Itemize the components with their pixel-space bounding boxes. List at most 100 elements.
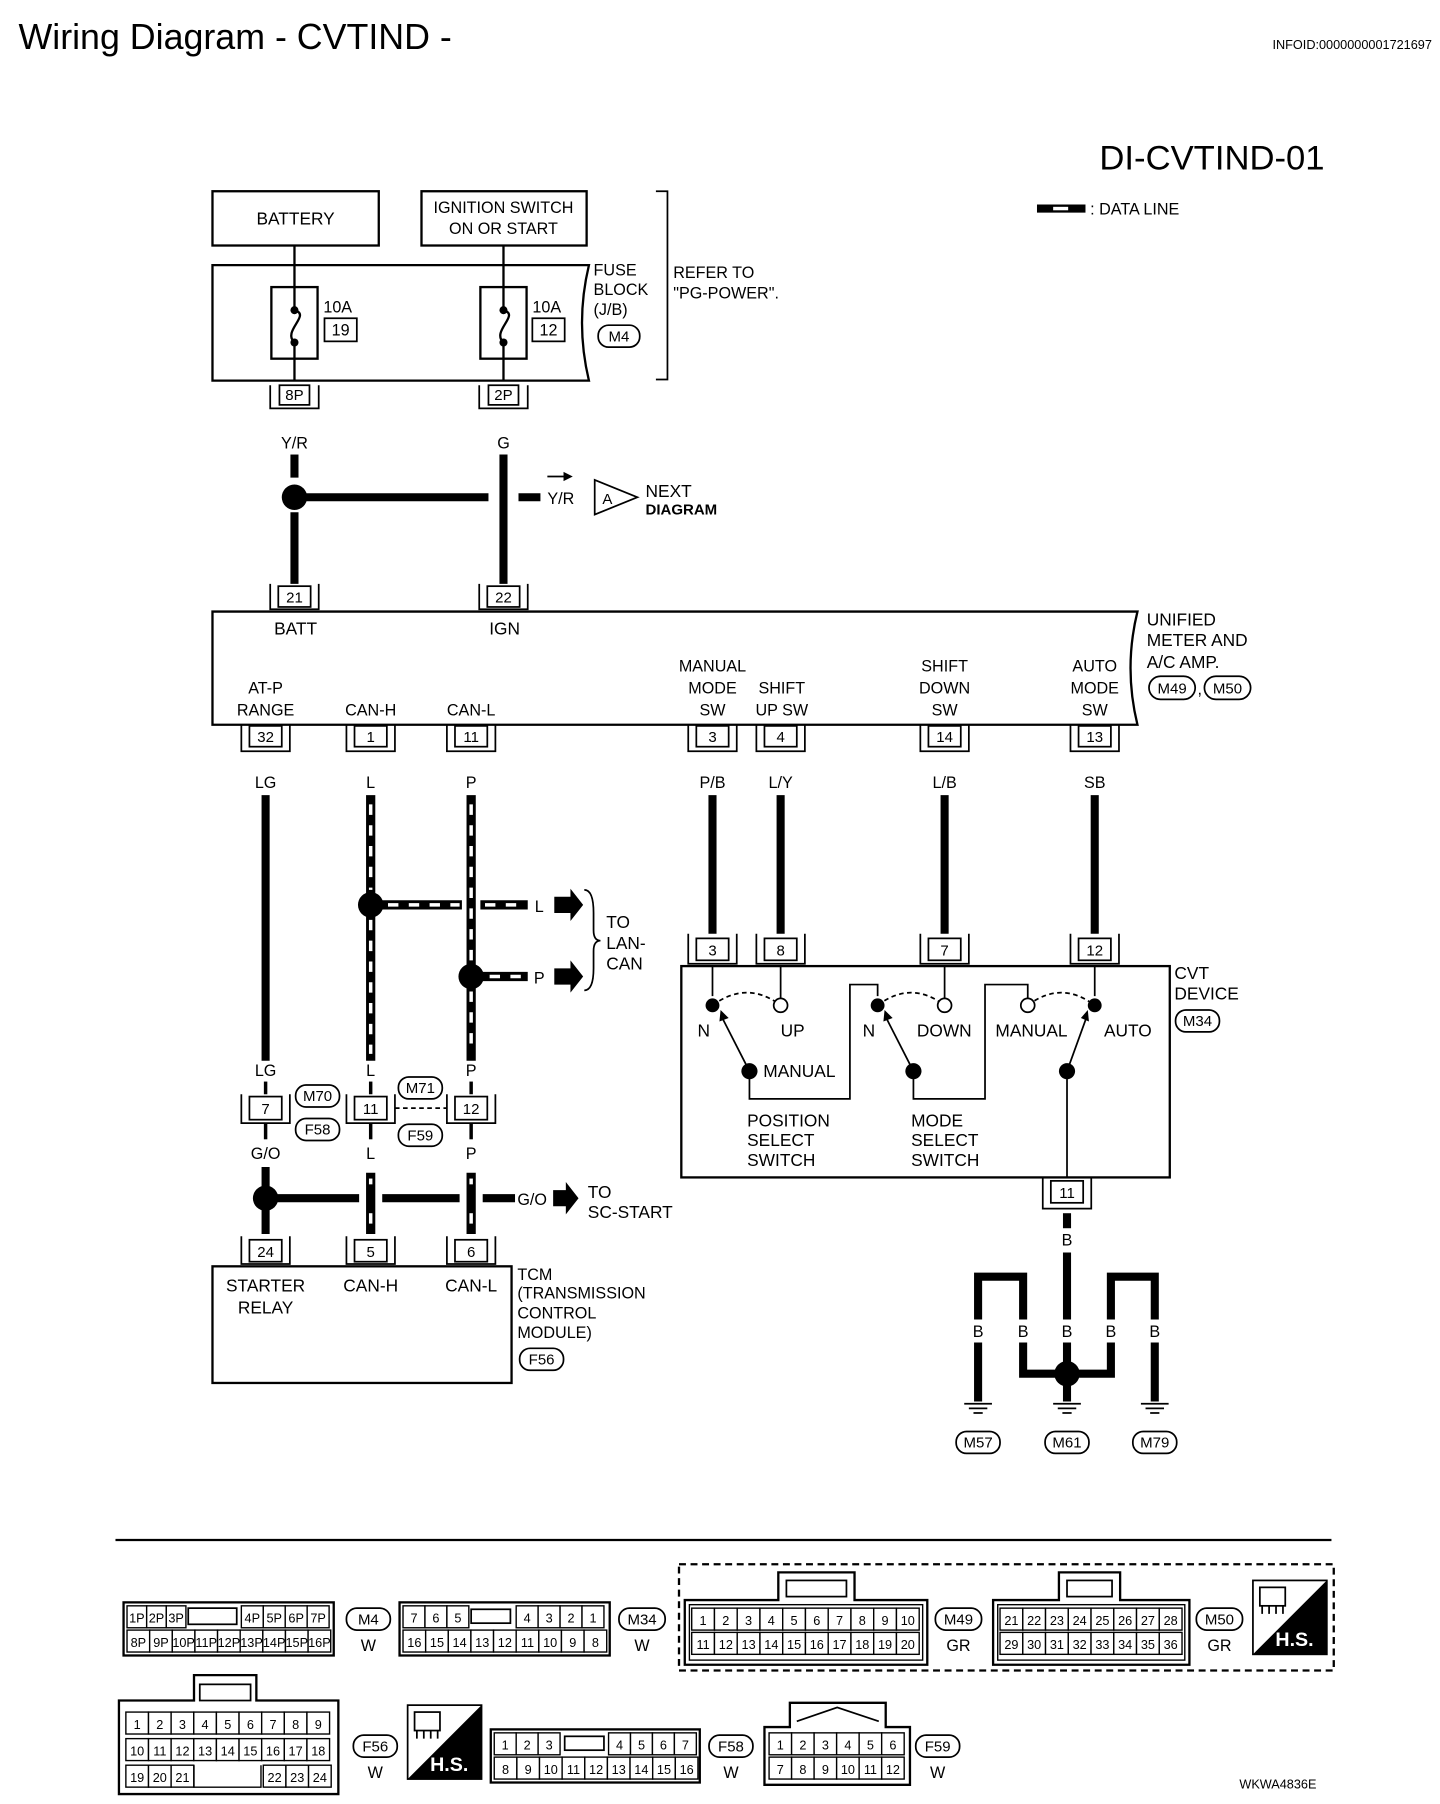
fuse-block-label-3: (J/B): [594, 301, 628, 319]
svg-text:SWITCH: SWITCH: [747, 1150, 815, 1170]
pin-label: 9: [315, 1718, 322, 1732]
pin-label: 11: [521, 1636, 534, 1650]
svg-text:LG: LG: [255, 1062, 277, 1080]
pin-label: 26: [1118, 1614, 1132, 1628]
pin-label: 5P: [266, 1612, 282, 1626]
pin-label: 3: [179, 1718, 186, 1732]
figure-code: WKWA4836E: [1239, 1777, 1316, 1791]
svg-text:SWITCH: SWITCH: [911, 1150, 979, 1170]
data-line-legend: : DATA LINE: [1036, 200, 1180, 218]
pin-label: 8P: [131, 1636, 147, 1650]
lan-can-arrows: L P TO LAN- CAN: [534, 888, 646, 993]
pin-label: 22: [1027, 1614, 1041, 1628]
svg-text:11: 11: [1059, 1185, 1075, 1202]
fuse-block-label-2: BLOCK: [594, 281, 649, 299]
pin-label: 32: [1073, 1638, 1087, 1652]
svg-text:11: 11: [363, 1101, 379, 1118]
svg-text:TCM: TCM: [517, 1266, 552, 1284]
svg-text:G/O: G/O: [251, 1145, 281, 1163]
pin-label: 19: [878, 1638, 892, 1652]
svg-text:P: P: [466, 1062, 477, 1080]
pin-label: 4P: [245, 1612, 261, 1626]
pin-label: 23: [1050, 1614, 1064, 1628]
sc-start-label-2: SC-START: [588, 1202, 673, 1222]
svg-text:M49: M49: [944, 1611, 973, 1628]
svg-text:DEVICE: DEVICE: [1174, 984, 1238, 1004]
svg-text:AUTO: AUTO: [1072, 658, 1117, 676]
svg-text:B: B: [1062, 1232, 1073, 1250]
terminal-2p: 2P: [478, 384, 529, 410]
svg-text:IGN: IGN: [489, 619, 520, 639]
pin-label: 2P: [149, 1612, 165, 1626]
pin-label: 6: [813, 1614, 820, 1628]
pin-label: 21: [1004, 1614, 1018, 1628]
meter-wire-colors: LG L P P/B L/Y L/B SB: [255, 774, 1106, 792]
pin-label: 8: [859, 1614, 866, 1628]
svg-text:SELECT: SELECT: [747, 1130, 815, 1150]
svg-text:2P: 2P: [494, 387, 512, 404]
pin-label: 18: [311, 1744, 325, 1758]
hs-badge-f56-icon: H.S.: [406, 1704, 483, 1780]
data-line-label: : DATA LINE: [1090, 200, 1179, 218]
svg-text:8P: 8P: [285, 387, 303, 404]
meter-top-terminals: 21 22: [269, 583, 529, 611]
pin-label: 3: [546, 1739, 553, 1753]
svg-text:P/B: P/B: [699, 774, 725, 792]
pin-label: 6: [660, 1739, 667, 1753]
refer-note: REFER TO: [673, 264, 754, 282]
pin-label: 10: [544, 1763, 558, 1777]
svg-text:LAN-: LAN-: [606, 933, 645, 953]
fuse-block-connector-tag: M4: [597, 324, 641, 348]
ground-icons: [964, 1402, 1169, 1414]
svg-text:BATT: BATT: [274, 619, 317, 639]
pin-label: 6: [247, 1718, 254, 1732]
svg-text:MANUAL: MANUAL: [995, 1021, 1068, 1041]
pin-label: 14: [221, 1744, 235, 1758]
pin-label: 9P: [153, 1636, 169, 1650]
svg-text:AUTO: AUTO: [1104, 1021, 1152, 1041]
pin-label: 13: [475, 1636, 489, 1650]
svg-text:CAN-L: CAN-L: [447, 702, 495, 720]
pin-label: 4: [524, 1612, 531, 1626]
pin-label: 1: [502, 1739, 509, 1753]
svg-text:F56: F56: [362, 1738, 388, 1755]
pin-label: 34: [1118, 1638, 1132, 1652]
pin-label: 5: [638, 1739, 645, 1753]
svg-text:F58: F58: [305, 1122, 331, 1139]
cvt-ground-terminal: 11: [1041, 1177, 1093, 1210]
cvt-device-box: N UP N DOWN MANUAL AUTO MANUAL POSITION …: [680, 964, 1171, 1179]
svg-text:B: B: [1105, 1323, 1116, 1341]
svg-text:IGNITION SWITCH: IGNITION SWITCH: [433, 199, 573, 217]
svg-text:RANGE: RANGE: [237, 702, 295, 720]
pin-label: 16: [680, 1763, 694, 1777]
pin-label: 17: [289, 1744, 303, 1758]
pin-label: 11: [696, 1638, 709, 1652]
pin-label: 10: [543, 1636, 557, 1650]
pin-label: 5: [224, 1718, 231, 1732]
pin-label: 16: [407, 1636, 421, 1650]
pin-label: 16: [266, 1744, 280, 1758]
svg-text:AT-P: AT-P: [248, 680, 283, 698]
pin-label: 5: [454, 1612, 461, 1626]
pin-label: 7: [269, 1718, 276, 1732]
svg-text:W: W: [361, 1637, 377, 1655]
svg-text:BATTERY: BATTERY: [256, 209, 335, 229]
svg-text:W: W: [723, 1764, 739, 1782]
svg-text:SW: SW: [699, 702, 726, 720]
tcm-label: TCM (TRANSMISSION CONTROL MODULE) F56: [517, 1266, 646, 1372]
pin-label: 7: [410, 1612, 417, 1626]
pin-label: 9: [525, 1763, 532, 1777]
svg-text:L: L: [366, 774, 375, 792]
ignition-switch-box: IGNITION SWITCH ON OR START: [420, 190, 588, 247]
fuse-12-icon: [479, 285, 528, 360]
svg-text:L/Y: L/Y: [768, 774, 792, 792]
pin-label: 12: [175, 1744, 189, 1758]
svg-text:METER AND: METER AND: [1147, 630, 1248, 650]
info-id: INFOID:0000000001721697: [1272, 38, 1431, 52]
svg-text:MANUAL: MANUAL: [679, 658, 746, 676]
pin-label: 18: [855, 1638, 869, 1652]
svg-text:MODE: MODE: [1070, 680, 1119, 698]
